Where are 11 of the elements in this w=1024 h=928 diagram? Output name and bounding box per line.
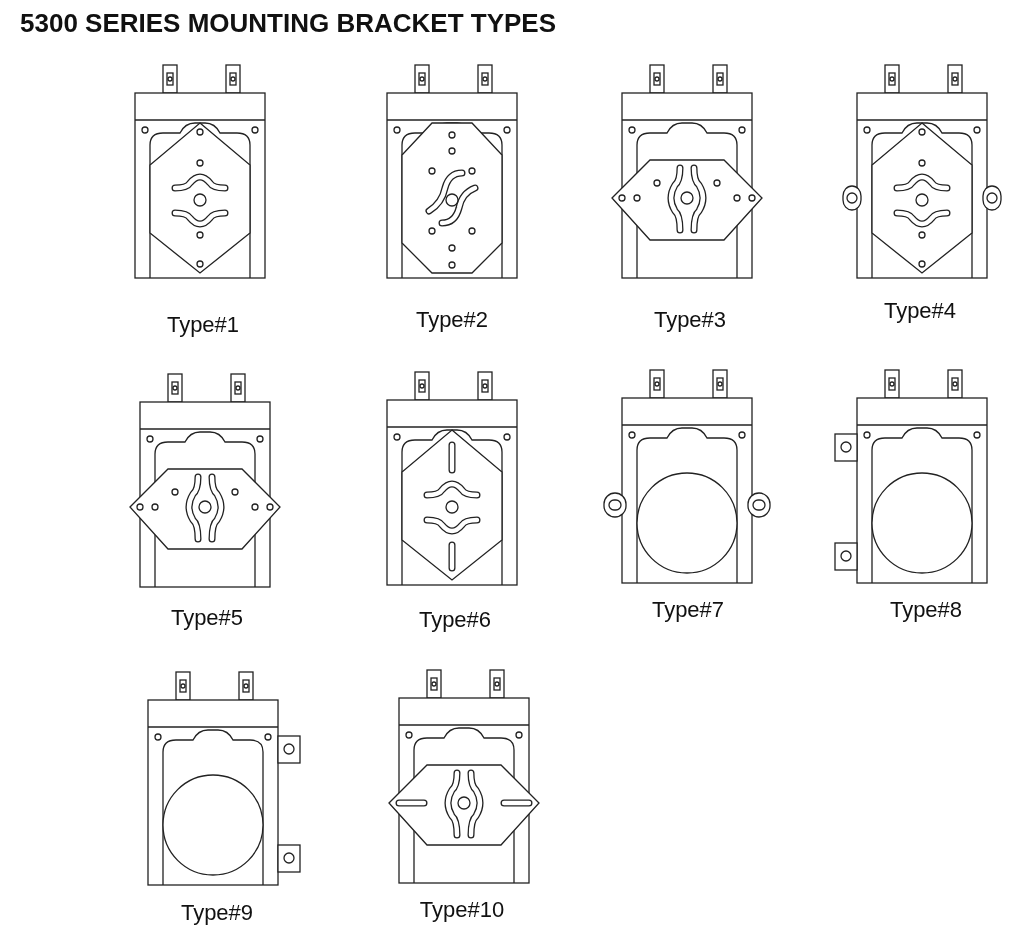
type-label: Type#3	[653, 307, 727, 333]
type-label: Type#8	[889, 597, 963, 623]
type-label: Type#4	[883, 298, 957, 324]
type-label: Type#2	[415, 307, 489, 333]
diagram-title: 5300 SERIES MOUNTING BRACKET TYPES	[20, 8, 556, 39]
type-label: Type#9	[180, 900, 254, 926]
type-label: Type#6	[418, 607, 492, 633]
type-label: Type#1	[166, 312, 240, 338]
type-label: Type#10	[419, 897, 505, 923]
type-label: Type#5	[170, 605, 244, 631]
type-label: Type#7	[651, 597, 725, 623]
